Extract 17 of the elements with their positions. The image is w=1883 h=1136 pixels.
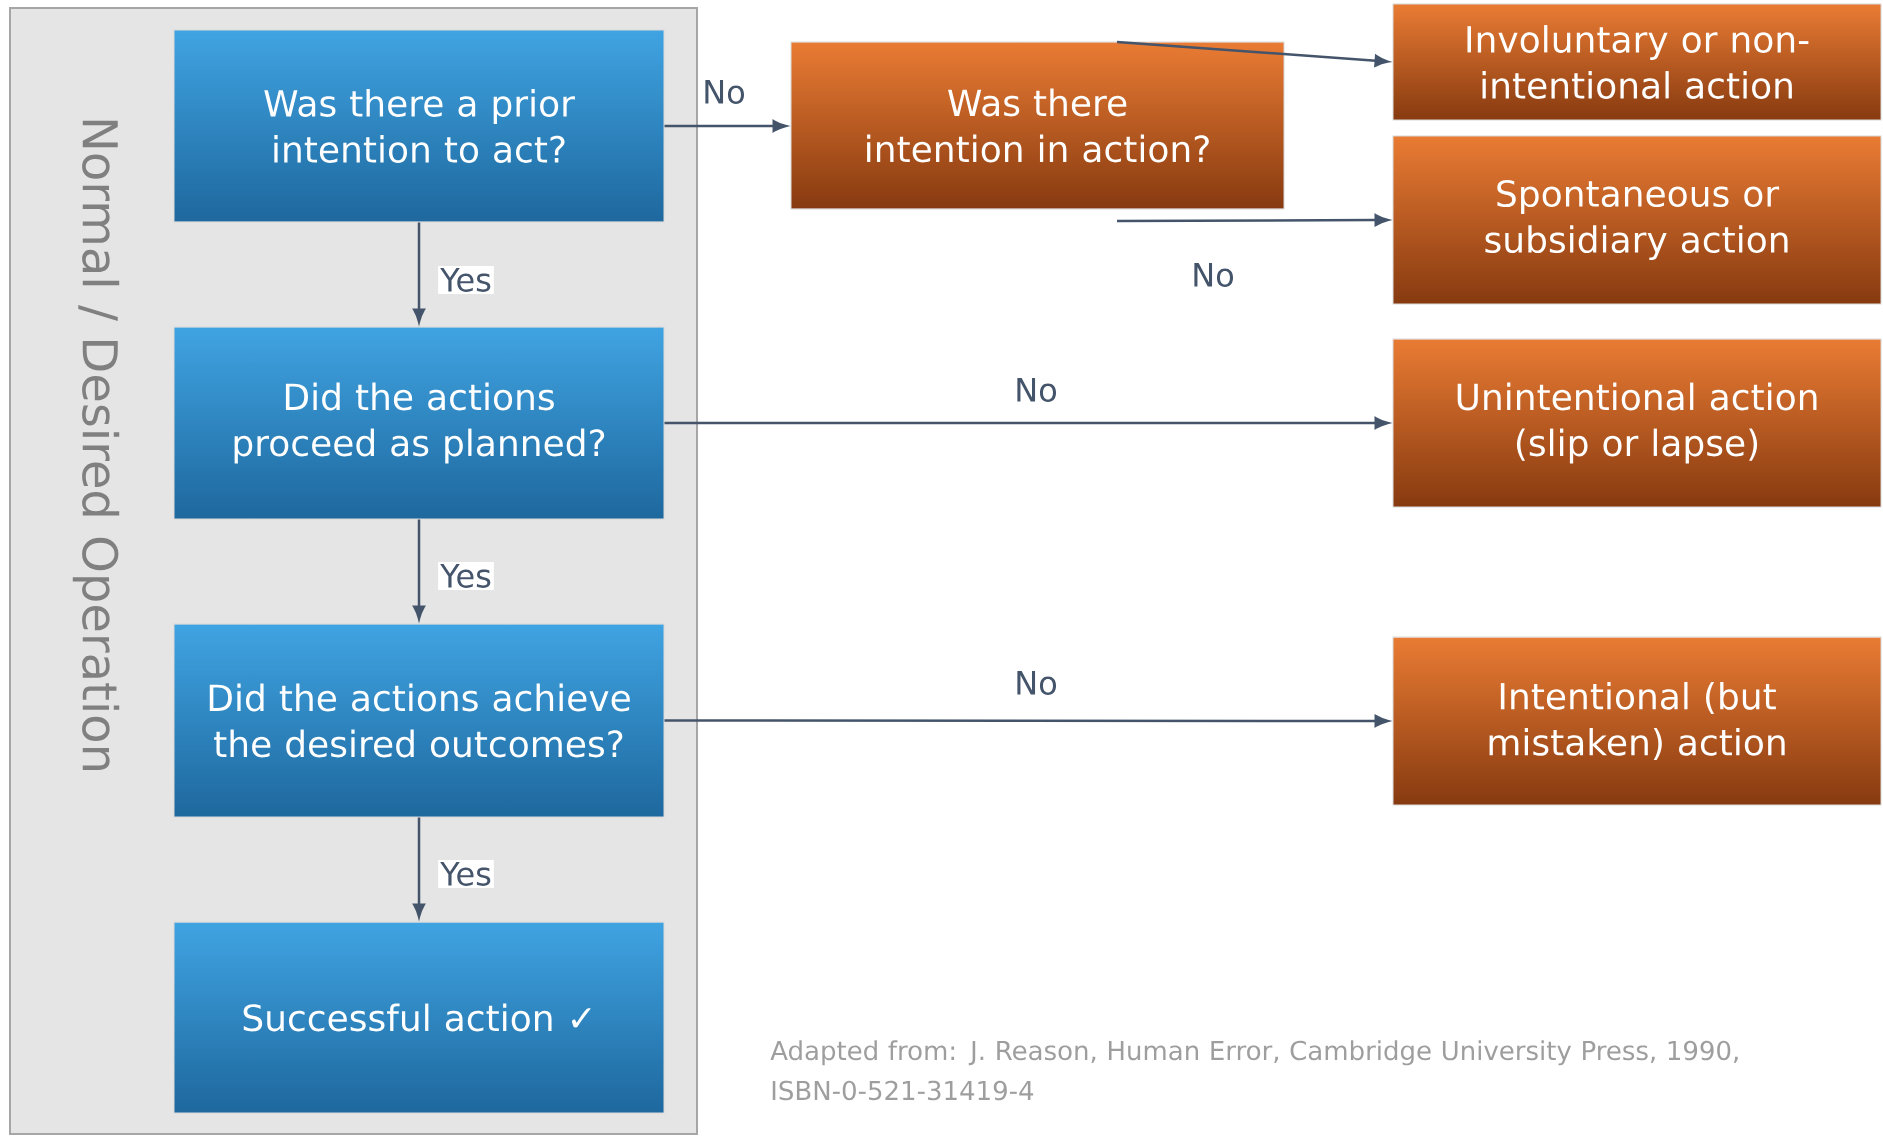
decision-box: Did the actions achieve the desired outcomes?	[173, 623, 665, 818]
decision-box: Successful action ✓	[173, 921, 665, 1114]
outcome-box: Spontaneous or subsidiary action	[1392, 135, 1882, 305]
edge-label: No	[1189, 261, 1237, 289]
outcome-box: Was there intention in action?	[790, 41, 1285, 210]
edge-label: Yes	[438, 860, 494, 888]
edge-label: No	[700, 78, 748, 106]
decision-box: Was there a prior intention to act?	[173, 29, 665, 223]
outcome-box: Involuntary or non-intentional action	[1392, 3, 1882, 121]
edge-label: Yes	[438, 266, 494, 294]
edge-label: Yes	[438, 562, 494, 590]
outcome-box: Intentional (but mistaken) action	[1392, 636, 1882, 806]
edge-label: No	[1012, 376, 1060, 404]
outcome-box: Unintentional action (slip or lapse)	[1392, 338, 1882, 508]
decision-box: Did the actions proceed as planned?	[173, 326, 665, 520]
edge-label: No	[1012, 669, 1060, 697]
caption: Adapted from: J. Reason, Human Error, Cambridge University Press, 1990, ISBN-0-521-31419-4	[770, 1040, 1738, 1101]
